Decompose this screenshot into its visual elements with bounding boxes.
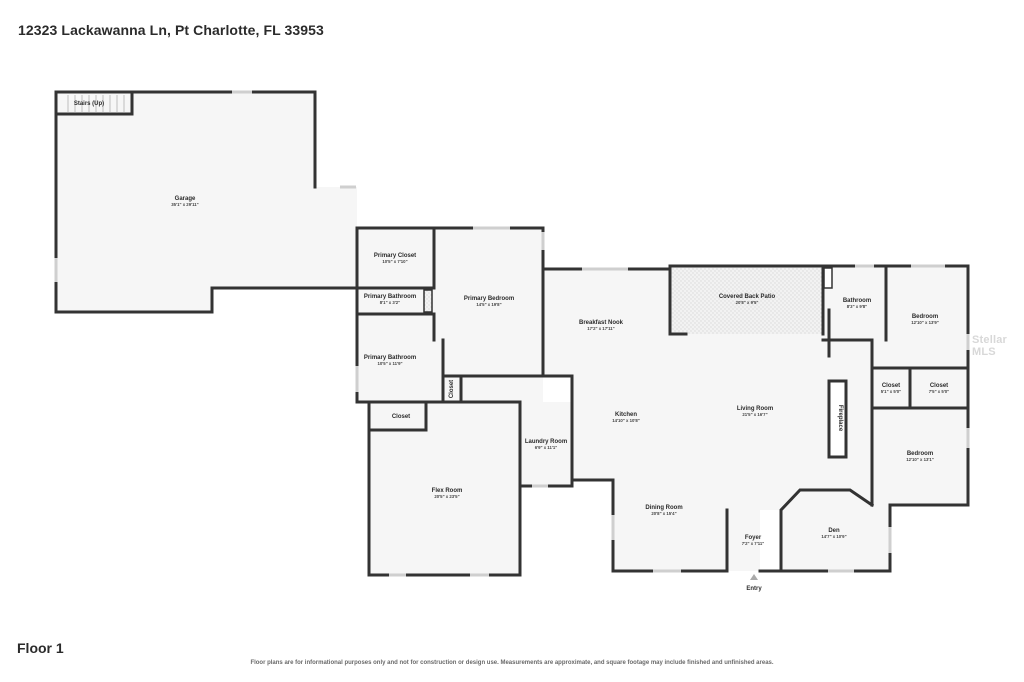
- svg-text:Den: Den: [828, 528, 840, 534]
- svg-text:14'7" x 10'9": 14'7" x 10'9": [821, 534, 846, 539]
- svg-text:Dining Room: Dining Room: [645, 505, 682, 511]
- svg-text:7'5" x 5'0": 7'5" x 5'0": [929, 389, 949, 394]
- svg-text:14'5" x 19'8": 14'5" x 19'8": [476, 302, 501, 307]
- disclaimer: Floor plans are for informational purpos…: [250, 660, 774, 666]
- svg-text:Closet: Closet: [882, 383, 900, 389]
- svg-text:Breakfast Nook: Breakfast Nook: [579, 320, 624, 326]
- svg-text:7'2" x 7'11": 7'2" x 7'11": [742, 541, 765, 546]
- svg-text:Closet: Closet: [449, 380, 455, 398]
- svg-text:12'10" x 13'1": 12'10" x 13'1": [906, 457, 934, 462]
- watermark: Stellar MLS: [972, 334, 1008, 358]
- address-title: 12323 Lackawanna Ln, Pt Charlotte, FL 33…: [18, 22, 324, 38]
- svg-text:21'5" x 16'7": 21'5" x 16'7": [742, 412, 767, 417]
- label-garage: Garage: [175, 196, 196, 202]
- svg-text:35'1" x 29'11": 35'1" x 29'11": [171, 202, 198, 207]
- entry-arrow: [750, 574, 758, 580]
- svg-text:Foyer: Foyer: [745, 535, 762, 541]
- svg-text:12'10" x 13'9": 12'10" x 13'9": [911, 320, 939, 325]
- svg-text:10'5" x 7'10": 10'5" x 7'10": [382, 259, 407, 264]
- svg-text:Primary Bedroom: Primary Bedroom: [464, 296, 514, 302]
- stairs: [67, 95, 125, 113]
- svg-text:Bathroom: Bathroom: [843, 298, 871, 304]
- floor-label: Floor 1: [17, 640, 64, 656]
- svg-text:10'5" x 11'9": 10'5" x 11'9": [378, 361, 403, 366]
- room-labels: Stairs (Up) Garage 35'1" x 29'11" Primar…: [74, 101, 949, 592]
- svg-text:Primary Bathroom: Primary Bathroom: [364, 294, 416, 300]
- svg-text:Closet: Closet: [392, 414, 410, 420]
- svg-text:8'1" x 3'2": 8'1" x 3'2": [380, 300, 400, 305]
- windows: [54, 90, 970, 577]
- svg-text:20'5" x 23'5": 20'5" x 23'5": [434, 494, 459, 499]
- svg-text:Covered Back Patio: Covered Back Patio: [719, 294, 776, 300]
- svg-text:Living Room: Living Room: [737, 406, 773, 412]
- svg-text:Kitchen: Kitchen: [615, 412, 637, 418]
- svg-text:Primary Bathroom: Primary Bathroom: [364, 355, 416, 361]
- svg-text:Bedroom: Bedroom: [907, 451, 933, 457]
- floor-fills: [56, 92, 968, 575]
- svg-text:6'9" x 11'1": 6'9" x 11'1": [535, 445, 558, 450]
- svg-text:Entry: Entry: [746, 586, 762, 592]
- svg-text:Fireplace: Fireplace: [837, 405, 843, 432]
- svg-text:5'1" x 5'0": 5'1" x 5'0": [881, 389, 901, 394]
- label-stairs: Stairs (Up): [74, 101, 104, 107]
- walls: [54, 90, 970, 577]
- vanity-box: [423, 289, 433, 313]
- svg-text:Laundry Room: Laundry Room: [525, 439, 567, 445]
- svg-text:17'2" x 17'11": 17'2" x 17'11": [587, 326, 614, 331]
- svg-text:Flex Room: Flex Room: [432, 488, 463, 494]
- svg-text:8'3" x 9'8": 8'3" x 9'8": [847, 304, 867, 309]
- svg-text:14'10" x 10'8": 14'10" x 10'8": [612, 418, 640, 423]
- svg-text:Primary Closet: Primary Closet: [374, 253, 416, 259]
- svg-text:Closet: Closet: [930, 383, 948, 389]
- svg-text:Bedroom: Bedroom: [912, 314, 938, 320]
- shower-box: [823, 267, 833, 289]
- fireplace-box: [827, 379, 848, 459]
- svg-text:20'8" x 15'4": 20'8" x 15'4": [651, 511, 676, 516]
- svg-text:20'8" x 9'5": 20'8" x 9'5": [736, 300, 759, 305]
